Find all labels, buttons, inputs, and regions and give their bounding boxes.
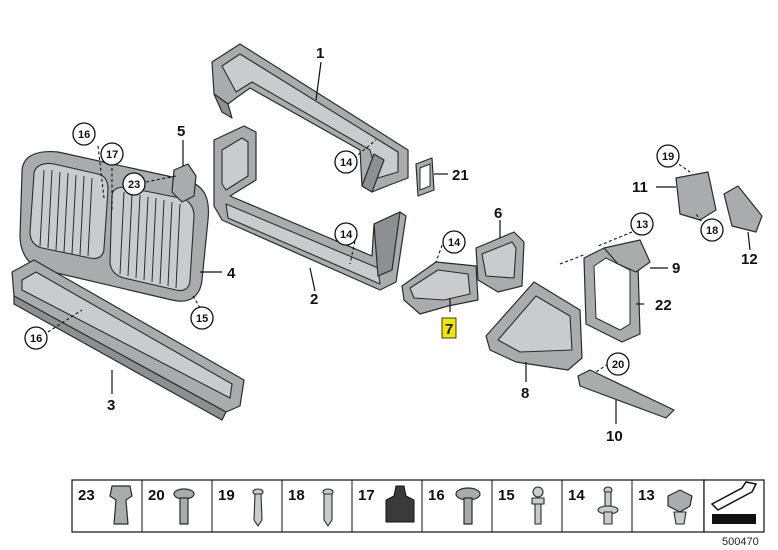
part-12-deflector xyxy=(723,185,763,233)
circle-18: 18 xyxy=(706,225,718,237)
callout-3: 3 xyxy=(107,397,115,414)
legend-23: 23 xyxy=(78,487,95,504)
legend-18: 18 xyxy=(288,487,305,504)
part-5-bracket xyxy=(171,163,197,203)
circle-23: 23 xyxy=(128,179,140,191)
callout-9: 9 xyxy=(672,260,680,277)
legend-13: 13 xyxy=(638,487,655,504)
plastic-rivet-icon xyxy=(322,488,334,527)
callout-numbers: 1 2 3 4 5 6 7 8 9 10 11 12 21 22 xyxy=(107,45,758,445)
circle-15: 15 xyxy=(196,313,208,325)
legend-16: 16 xyxy=(428,487,445,504)
collar-screw-icon xyxy=(455,487,481,525)
clip-icon xyxy=(597,486,619,525)
legend-14: 14 xyxy=(568,487,585,504)
part-1-upper-carrier xyxy=(211,43,409,193)
part-2-front-carrier xyxy=(213,125,407,291)
hex-nut-icon xyxy=(667,489,693,525)
circle-20: 20 xyxy=(612,359,624,371)
leader-lines xyxy=(47,61,751,424)
legend-17: 17 xyxy=(358,487,375,504)
callout-22: 22 xyxy=(655,297,672,314)
part-11-bracket xyxy=(675,171,717,221)
callout-11: 11 xyxy=(632,179,648,196)
callout-21: 21 xyxy=(452,167,469,184)
circle-16-top: 16 xyxy=(78,129,90,141)
fastener-legend: 23 20 19 18 17 16 15 14 13 xyxy=(71,479,765,533)
circle-14-upper: 14 xyxy=(340,157,353,169)
rivet-icon xyxy=(252,488,264,527)
rubber-mount-icon xyxy=(385,485,415,523)
callout-2: 2 xyxy=(310,291,318,308)
screw-with-washer-icon xyxy=(173,488,195,525)
part-6-air-duct xyxy=(475,231,525,293)
ball-stud-icon xyxy=(531,486,545,525)
circle-19: 19 xyxy=(662,151,674,163)
callout-4: 4 xyxy=(227,265,236,282)
part-21-seal xyxy=(415,157,435,197)
expansion-nut-icon xyxy=(109,485,133,525)
part-7-air-duct xyxy=(401,261,479,315)
callout-6: 6 xyxy=(494,205,502,222)
arrow-icon xyxy=(710,481,758,524)
circle-13: 13 xyxy=(636,219,648,231)
part-4-kidney-grille xyxy=(19,150,210,302)
part-9-holder xyxy=(603,239,651,273)
circle-16-bottom: 16 xyxy=(30,333,42,345)
legend-19: 19 xyxy=(218,487,235,504)
diagram-code: 500470 xyxy=(722,536,759,548)
callout-10: 10 xyxy=(606,428,623,445)
callout-7-highlight xyxy=(441,317,457,339)
part-22-frame xyxy=(583,247,641,343)
legend-15: 15 xyxy=(498,487,515,504)
callout-8: 8 xyxy=(521,385,529,402)
circled-callouts: 16 17 23 15 16 14 14 14 13 19 18 20 xyxy=(24,122,724,376)
callout-5: 5 xyxy=(177,123,185,140)
part-8-air-duct xyxy=(485,281,583,371)
legend-20: 20 xyxy=(148,487,165,504)
part-10-bracket xyxy=(577,369,675,419)
callout-1: 1 xyxy=(316,45,324,62)
circle-14-right: 14 xyxy=(448,237,461,249)
callout-12: 12 xyxy=(741,251,758,268)
circle-14-middle: 14 xyxy=(340,229,353,241)
part-3-air-guide xyxy=(11,259,245,421)
callout-7: 7 xyxy=(445,321,453,338)
circle-17: 17 xyxy=(106,149,118,161)
